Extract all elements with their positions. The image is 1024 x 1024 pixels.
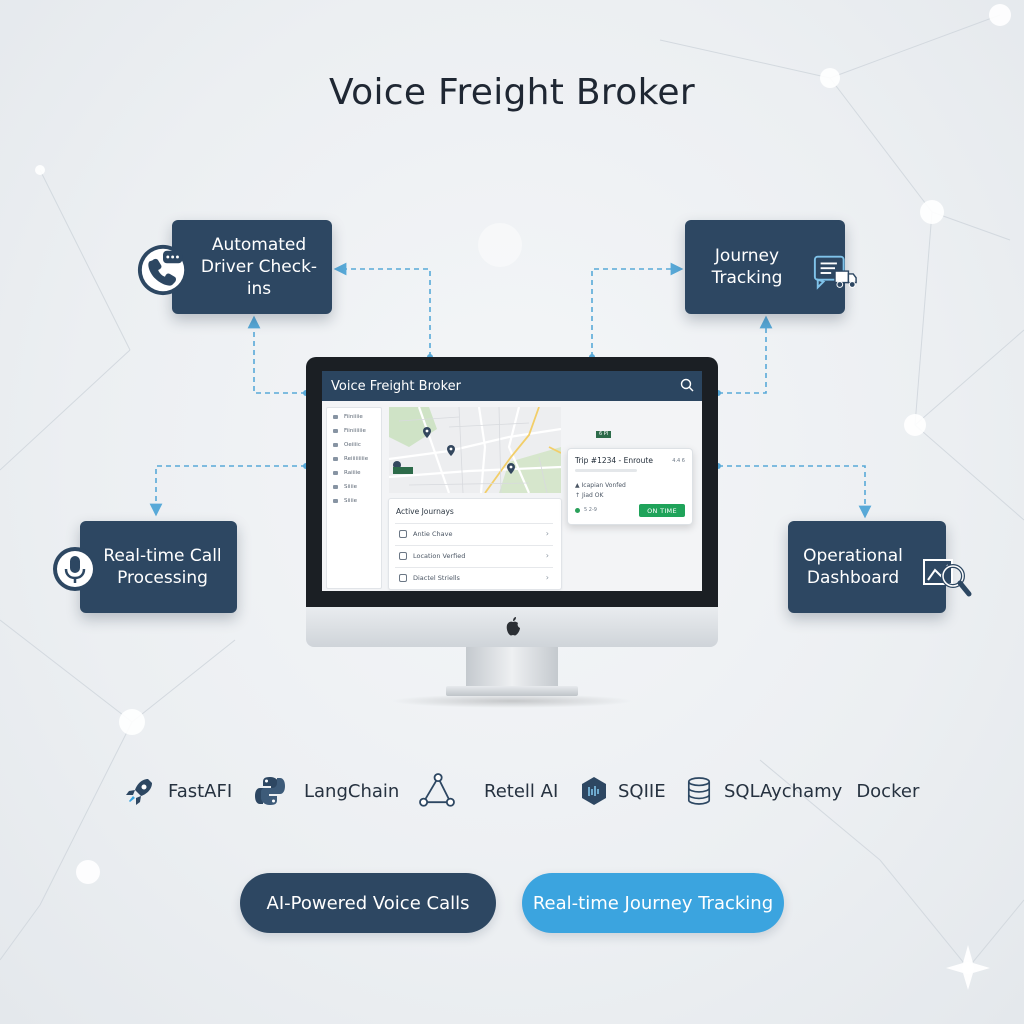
chart-search-icon bbox=[923, 559, 972, 597]
feature-label: Real-time Call Processing bbox=[103, 546, 222, 588]
map-chip: 6 Pl bbox=[596, 431, 612, 438]
map-view[interactable] bbox=[389, 407, 561, 493]
chevron-right-icon: › bbox=[545, 551, 549, 560]
sidebar-item[interactable]: Raiiiie bbox=[333, 468, 361, 478]
app-screen: Voice Freight Broker Fiiniiiie Fiiniiiii… bbox=[322, 371, 702, 591]
delivery-truck-icon bbox=[813, 255, 857, 290]
sqlite-hexagon-icon bbox=[582, 777, 606, 805]
stand-shadow bbox=[390, 694, 634, 708]
tech-sqlite: SQIIE bbox=[578, 774, 666, 808]
monitor-stand bbox=[466, 647, 558, 687]
sidebar-item[interactable]: Reiiiiiiiiie bbox=[333, 454, 368, 464]
menu-item-icon bbox=[333, 499, 338, 503]
trip-rating: 4.4 6 bbox=[672, 458, 685, 464]
journey-row[interactable]: Diactel Striells › bbox=[395, 567, 553, 588]
sidebar-item[interactable]: Siiiie bbox=[333, 496, 357, 506]
trip-title: Trip #1234 - Enroute bbox=[575, 456, 653, 465]
chevron-right-icon: › bbox=[545, 529, 549, 538]
sidebar-item[interactable]: Fiiniiiie bbox=[333, 412, 363, 422]
graph-network-icon bbox=[419, 773, 455, 807]
app-title: Voice Freight Broker bbox=[331, 379, 461, 394]
journey-icon bbox=[399, 574, 407, 582]
tech-label: LangChain bbox=[304, 780, 400, 802]
python-icon bbox=[255, 777, 285, 805]
menu-item-icon bbox=[333, 429, 338, 433]
trip-detail: ↑ Jiad OK bbox=[575, 492, 604, 499]
rocket-icon bbox=[126, 779, 152, 805]
feature-operational-dashboard: Operational Dashboard bbox=[788, 521, 946, 613]
monitor-foot bbox=[446, 686, 578, 696]
menu-item-icon bbox=[333, 443, 338, 447]
feature-driver-checkins: Automated Driver Check-ins bbox=[172, 220, 332, 314]
sidebar-item[interactable]: Siiiie bbox=[333, 482, 357, 492]
tech-fastapi: FastAFI bbox=[124, 774, 232, 808]
trip-detail: ▲ Icapian Vonfed bbox=[575, 482, 626, 489]
menu-item-icon bbox=[333, 471, 338, 475]
tech-sqlalchemy: SQLAychamy Docker bbox=[686, 774, 919, 808]
trip-card[interactable]: Trip #1234 - Enroute 4.4 6 ▲ Icapian Von… bbox=[567, 448, 693, 525]
tech-langchain: LangChain bbox=[254, 774, 399, 808]
apple-logo-icon bbox=[506, 617, 520, 636]
tech-label: FastAFI bbox=[168, 780, 233, 802]
chevron-right-icon: › bbox=[545, 573, 549, 582]
sidebar-item[interactable]: Oeiiiic bbox=[333, 440, 361, 450]
app-header: Voice Freight Broker bbox=[322, 371, 702, 401]
tech-retell: Retell AI bbox=[414, 773, 559, 808]
phone-chat-icon bbox=[137, 244, 189, 296]
status-dot-icon bbox=[575, 507, 580, 513]
tech-label: Retell AI bbox=[484, 780, 559, 802]
status-badge: ON TIME bbox=[639, 504, 685, 517]
menu-item-icon bbox=[333, 485, 338, 489]
map-canvas bbox=[389, 407, 561, 493]
search-icon[interactable] bbox=[680, 378, 694, 392]
journey-row[interactable]: Antie Chave › bbox=[395, 523, 553, 544]
page-title: Voice Freight Broker bbox=[329, 72, 695, 113]
tech-label: Docker bbox=[856, 780, 920, 802]
ai-voice-calls-pill[interactable]: AI-Powered Voice Calls bbox=[240, 873, 496, 933]
app-sidebar: Fiiniiiie Fiiniiiiiie Oeiiiic Reiiiiiiii… bbox=[326, 407, 382, 589]
active-journeys-panel: Active Journays Antie Chave › Location V… bbox=[388, 498, 562, 590]
journey-row[interactable]: Location Verfied › bbox=[395, 545, 553, 566]
journey-icon bbox=[399, 530, 407, 538]
journey-tracking-pill[interactable]: Real-time Journey Tracking bbox=[522, 873, 784, 933]
trip-reference: 5 2-9 bbox=[575, 507, 597, 513]
feature-label: Automated Driver Check-ins bbox=[200, 235, 318, 299]
feature-label: Operational Dashboard bbox=[803, 546, 903, 588]
journey-icon bbox=[399, 552, 407, 560]
journeys-header: Active Journays bbox=[396, 507, 454, 516]
sidebar-item[interactable]: Fiiniiiiiie bbox=[333, 426, 366, 436]
tech-label: SQLAychamy bbox=[724, 780, 843, 802]
microphone-icon bbox=[53, 547, 97, 591]
trip-progress-bar bbox=[575, 469, 637, 472]
menu-item-icon bbox=[333, 415, 338, 419]
database-icon bbox=[687, 777, 711, 805]
menu-item-icon bbox=[333, 457, 338, 461]
feature-call-processing: Real-time Call Processing bbox=[80, 521, 237, 613]
feature-label: Journey Tracking bbox=[711, 246, 783, 288]
tech-label: SQIIE bbox=[618, 780, 666, 802]
